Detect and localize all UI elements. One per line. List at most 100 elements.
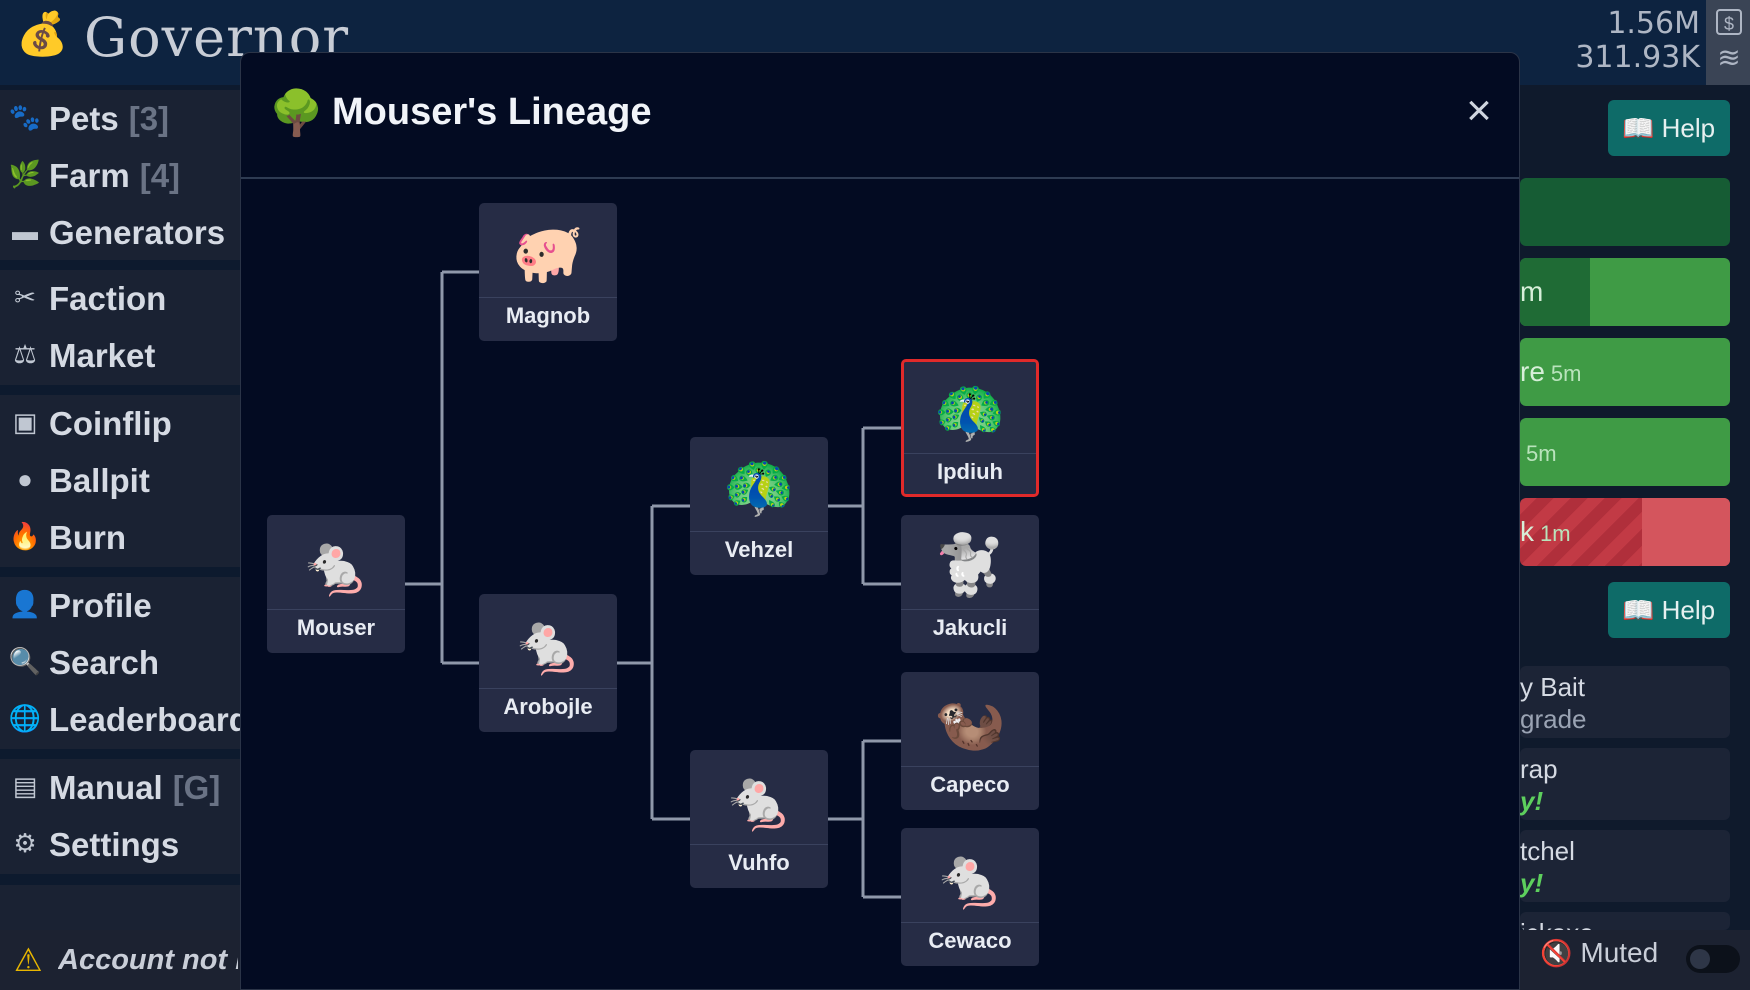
- currency-amount: 1.56M: [1607, 6, 1700, 41]
- sidebar-item-generators[interactable]: ▬ Generators: [0, 206, 240, 262]
- poodle-icon: 🐩: [933, 533, 1007, 598]
- nav-group-faction: ✂ Faction ⚖ Market: [0, 270, 240, 385]
- pet-node-cewaco[interactable]: 🐁 Cewaco: [901, 828, 1039, 966]
- otter-icon: 🦦: [933, 690, 1007, 755]
- resource-amount: 311.93K: [1575, 40, 1700, 75]
- sidebar-item-profile[interactable]: 👤 Profile: [0, 579, 240, 635]
- help-label: Help: [1661, 113, 1716, 143]
- sidebar-item-count: [4]: [139, 157, 181, 194]
- mouse-icon: 🐁: [722, 768, 796, 833]
- pet-node-jakucli[interactable]: 🐩 Jakucli: [901, 515, 1039, 653]
- peacock-icon: 🦚: [722, 455, 796, 520]
- sidebar-item-label: Profile: [49, 587, 152, 624]
- sidebar-item-manual[interactable]: ▤ Manual[G]: [0, 761, 240, 817]
- modal-header: 🌳 Mouser's Lineage ×: [241, 53, 1519, 179]
- progress-bar[interactable]: m: [1520, 258, 1730, 326]
- pet-name: Mouser: [296, 615, 376, 640]
- sidebar-item-settings[interactable]: ⚙ Settings: [0, 818, 240, 874]
- muted-speaker-icon: 🔇: [1540, 938, 1573, 968]
- resource-icons: $ ≋: [1706, 0, 1750, 85]
- sidebar-item-farm[interactable]: 🌿 Farm[4]: [0, 149, 240, 205]
- sidebar-item-market[interactable]: ⚖ Market: [0, 329, 240, 385]
- book-icon: ▤: [12, 771, 38, 801]
- pet-name: Cewaco: [928, 928, 1012, 953]
- mute-status: 🔇Muted: [1540, 937, 1658, 969]
- sidebar-item-label: Generators: [49, 214, 226, 251]
- layers-icon: ≋: [1717, 42, 1741, 73]
- lineage-modal: 🌳 Mouser's Lineage × 🐁: [240, 52, 1520, 990]
- modal-title: Mouser's Lineage: [332, 91, 652, 133]
- pet-node-vuhfo[interactable]: 🐁 Vuhfo: [690, 750, 828, 888]
- sidebar-item-label: Pets: [49, 100, 119, 137]
- mute-toggle[interactable]: [1686, 945, 1740, 973]
- sidebar-item-leaderboards[interactable]: 🌐 Leaderboards: [0, 693, 240, 749]
- help-label: Help: [1661, 595, 1716, 625]
- pet-name: Ipdiuh: [937, 459, 1003, 484]
- sidebar-item-faction[interactable]: ✂ Faction: [0, 272, 240, 328]
- leaf-icon: 🌿: [8, 159, 42, 189]
- sidebar-item-count: [G]: [172, 769, 221, 806]
- nav-group-profile: 👤 Profile 🔍 Search 🌐 Leaderboards: [0, 577, 240, 749]
- money-bag-icon: 💰: [16, 10, 69, 57]
- pet-name: Arobojle: [503, 694, 593, 719]
- sidebar-item-label: Farm: [49, 157, 130, 194]
- pig-icon: 🐖: [511, 221, 585, 286]
- pet-name: Jakucli: [932, 615, 1008, 640]
- progress-bar[interactable]: [1520, 178, 1730, 246]
- scale-icon: ⚖: [13, 339, 37, 369]
- mouse-icon: 🐁: [933, 846, 1007, 911]
- progress-bar[interactable]: 5m: [1520, 418, 1730, 486]
- swords-icon: ✂: [14, 282, 36, 312]
- muted-label: Muted: [1580, 937, 1659, 968]
- sidebar-item-label: Market: [49, 337, 156, 374]
- pet-node-ipdiuh[interactable]: 🦚 Ipdiuh: [901, 359, 1039, 497]
- toggle-knob: [1690, 949, 1710, 969]
- user-icon: 👤: [8, 589, 42, 619]
- sidebar-item-label: Burn: [49, 519, 126, 556]
- mouse-icon: 🐁: [299, 533, 373, 598]
- tree-icon: 🌳: [269, 89, 324, 138]
- sidebar-item-label: Manual: [49, 769, 163, 806]
- nav-group-manual: ▤ Manual[G] ⚙ Settings: [0, 759, 240, 874]
- globe-icon: 🌐: [8, 703, 42, 733]
- sidebar-item-label: Search: [49, 644, 160, 681]
- ball-icon: ●: [17, 464, 33, 494]
- sidebar-item-ballpit[interactable]: ● Ballpit: [0, 454, 240, 510]
- pet-name: Magnob: [505, 303, 591, 328]
- pet-node-arobojle[interactable]: 🐁 Arobojle: [479, 594, 617, 732]
- peacock-icon: 🦚: [933, 380, 1007, 445]
- pet-node-mouser[interactable]: 🐁 Mouser: [267, 515, 405, 653]
- help-button[interactable]: 📖 Help: [1608, 100, 1730, 156]
- upgrade-card[interactable]: ickaxe: [1520, 912, 1730, 930]
- sidebar-item-label: Settings: [49, 826, 180, 863]
- close-icon[interactable]: ×: [1466, 86, 1492, 135]
- sidebar-item-burn[interactable]: 🔥 Burn: [0, 511, 240, 567]
- lineage-connectors: [405, 270, 901, 899]
- dollar-icon: $: [1716, 9, 1742, 35]
- paw-icon: 🐾: [8, 102, 42, 132]
- help-button[interactable]: 📖 Help: [1608, 582, 1730, 638]
- generator-icon: ▬: [12, 216, 38, 246]
- account-warning-text[interactable]: Account not l: [58, 944, 238, 976]
- sidebar-item-coinflip[interactable]: ▣ Coinflip: [0, 397, 240, 453]
- pet-node-magnob[interactable]: 🐖 Magnob: [479, 203, 617, 341]
- sidebar-item-label: Leaderboards: [49, 701, 240, 738]
- pet-node-capeco[interactable]: 🦦 Capeco: [901, 672, 1039, 810]
- mouse-icon: 🐁: [511, 612, 585, 677]
- pet-node-vehzel[interactable]: 🦚 Vehzel: [690, 437, 828, 575]
- sidebar-item-label: Faction: [49, 280, 167, 317]
- pet-name: Capeco: [930, 772, 1010, 797]
- sidebar-item-count: [3]: [128, 100, 170, 137]
- sidebar-item-search[interactable]: 🔍 Search: [0, 636, 240, 692]
- sidebar-item-label: Coinflip: [49, 405, 172, 442]
- sidebar-item-pets[interactable]: 🐾 Pets[3]: [0, 92, 240, 148]
- dice-icon: ▣: [12, 407, 38, 437]
- nav-group-games: ▣ Coinflip ● Ballpit 🔥 Burn: [0, 395, 240, 567]
- sidebar: 🐾 Pets[3] 🌿 Farm[4] ▬ Generators ✂ Facti…: [0, 85, 240, 930]
- sidebar-item-label: Ballpit: [49, 462, 150, 499]
